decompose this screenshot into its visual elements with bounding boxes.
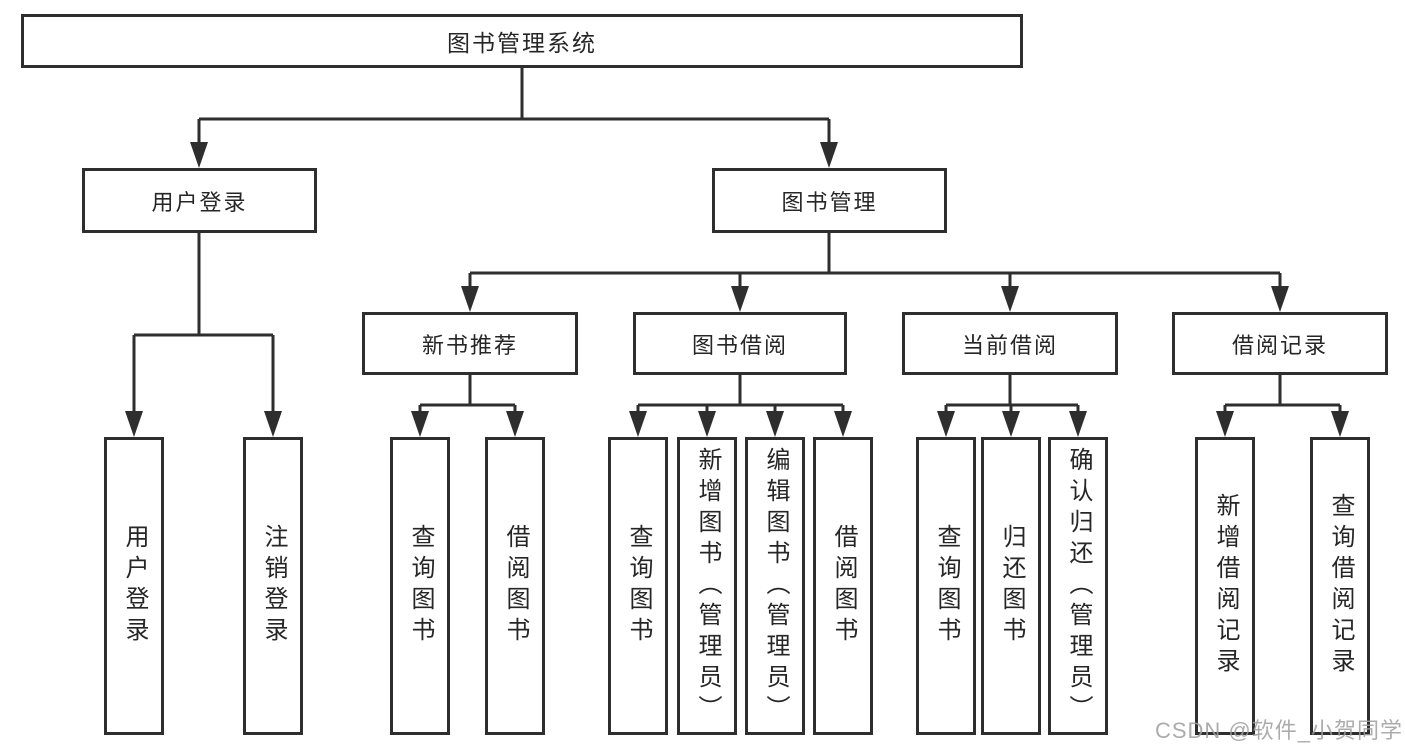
arrowhead-icon: [264, 411, 282, 437]
connector-borrow-to-leaves: [636, 375, 845, 415]
arrowhead-icon: [125, 411, 143, 437]
leaf-query-borrow-record-label: 查询借阅记录: [1327, 493, 1354, 679]
leaf-add-borrow-record: 新增借阅记录: [1195, 437, 1255, 735]
leaf-add-book-admin: 新增图书（管理员）: [677, 437, 737, 735]
leaf-user-login: 用户登录: [104, 437, 164, 735]
node-user-login: 用户登录: [82, 168, 317, 233]
node-book-borrow-label: 图书借阅: [691, 332, 788, 358]
arrowhead-icon: [1216, 411, 1234, 437]
arrowhead-icon: [1001, 286, 1019, 312]
leaf-add-borrow-record-label: 新增借阅记录: [1212, 493, 1239, 679]
node-borrow-records: 借阅记录: [1172, 312, 1388, 375]
leaf-user-login-label: 用户登录: [121, 524, 148, 648]
leaf-query-books-current: 查询图书: [916, 437, 976, 735]
node-root-label: 图书管理系统: [447, 30, 597, 56]
watermark: CSDN @软件_小贺同学: [1154, 718, 1403, 743]
arrowhead-icon: [766, 411, 784, 437]
node-current-borrow: 当前借阅: [902, 312, 1118, 375]
leaf-borrow-books: 借阅图书: [813, 437, 873, 735]
node-current-borrow-label: 当前借阅: [961, 332, 1058, 358]
node-book-management: 图书管理: [712, 168, 947, 233]
leaf-edit-book-admin-label: 编辑图书（管理员）: [762, 446, 789, 726]
leaf-query-books-borrow: 查询图书: [608, 437, 668, 735]
node-book-management-label: 图书管理: [781, 189, 878, 215]
arrowhead-icon: [820, 142, 838, 168]
connector-recommend-to-leaves: [418, 375, 517, 415]
leaf-confirm-return-admin: 确认归还（管理员）: [1048, 437, 1108, 735]
arrowhead-icon: [1331, 411, 1349, 437]
arrowhead-icon: [834, 411, 852, 437]
arrowhead-icon: [411, 411, 429, 437]
leaf-query-books-recommend: 查询图书: [390, 437, 450, 735]
connector-management-to-sections: [468, 233, 1282, 290]
leaf-query-books-borrow-label: 查询图书: [625, 524, 652, 648]
connector-login-to-leaves: [132, 233, 275, 415]
leaf-add-book-admin-label: 新增图书（管理员）: [694, 446, 721, 726]
arrowhead-icon: [1002, 411, 1020, 437]
leaf-query-books-current-label: 查询图书: [933, 524, 960, 648]
leaf-query-borrow-record: 查询借阅记录: [1310, 437, 1370, 735]
arrowhead-icon: [629, 411, 647, 437]
node-root: 图书管理系统: [21, 14, 1023, 68]
leaf-return-book: 归还图书: [981, 437, 1041, 735]
arrowhead-icon: [731, 286, 749, 312]
node-borrow-records-label: 借阅记录: [1231, 332, 1328, 358]
arrowhead-icon: [698, 411, 716, 437]
arrowhead-icon: [461, 286, 479, 312]
leaf-return-book-label: 归还图书: [998, 524, 1025, 648]
leaf-logout: 注销登录: [243, 437, 303, 735]
leaf-confirm-return-admin-label: 确认归还（管理员）: [1065, 446, 1092, 726]
leaf-logout-label: 注销登录: [260, 524, 287, 648]
leaf-query-books-recommend-label: 查询图书: [407, 524, 434, 648]
node-user-login-label: 用户登录: [151, 189, 248, 215]
arrowhead-icon: [506, 411, 524, 437]
arrowhead-icon: [1271, 286, 1289, 312]
arrowhead-icon: [190, 142, 208, 168]
connector-current-to-leaves: [944, 375, 1080, 415]
arrowhead-icon: [1069, 411, 1087, 437]
node-book-borrow: 图书借阅: [633, 312, 847, 375]
leaf-edit-book-admin: 编辑图书（管理员）: [745, 437, 805, 735]
connector-records-to-leaves: [1223, 375, 1342, 415]
leaf-borrow-books-label: 借阅图书: [830, 524, 857, 648]
leaf-borrow-books-recommend: 借阅图书: [485, 437, 545, 735]
node-new-book-recommend: 新书推荐: [362, 312, 578, 375]
leaf-borrow-books-recommend-label: 借阅图书: [502, 524, 529, 648]
node-new-book-recommend-label: 新书推荐: [421, 332, 518, 358]
arrowhead-icon: [937, 411, 955, 437]
connector-root-to-level2: [197, 68, 831, 148]
